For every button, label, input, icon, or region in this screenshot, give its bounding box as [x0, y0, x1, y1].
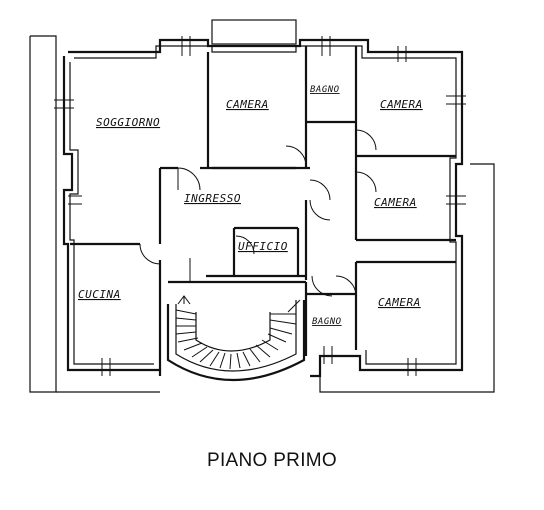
- windows: [54, 36, 466, 376]
- balcony-top: [211, 19, 297, 45]
- terrace-outline: [29, 35, 495, 393]
- room-label-ufficio: UFFICIO: [238, 240, 288, 253]
- room-label-camera-top: CAMERA: [226, 98, 269, 111]
- room-label-bagno-bottom: BAGNO: [312, 317, 342, 327]
- room-label-soggiorno: SOGGIORNO: [96, 116, 160, 129]
- staircase: [175, 295, 301, 370]
- interior-walls: [70, 46, 456, 381]
- room-label-camera-mid-right: CAMERA: [374, 196, 417, 209]
- room-label-cucina: CUCINA: [78, 288, 121, 301]
- doors: [139, 129, 377, 297]
- exterior-walls: [62, 19, 464, 378]
- room-label-camera-bottom-right: CAMERA: [378, 296, 421, 309]
- floor-title: PIANO PRIMO: [207, 450, 337, 471]
- room-label-bagno-top: BAGNO: [310, 85, 340, 95]
- room-label-ingresso: INGRESSO: [184, 192, 241, 205]
- room-label-camera-top-right: CAMERA: [380, 98, 423, 111]
